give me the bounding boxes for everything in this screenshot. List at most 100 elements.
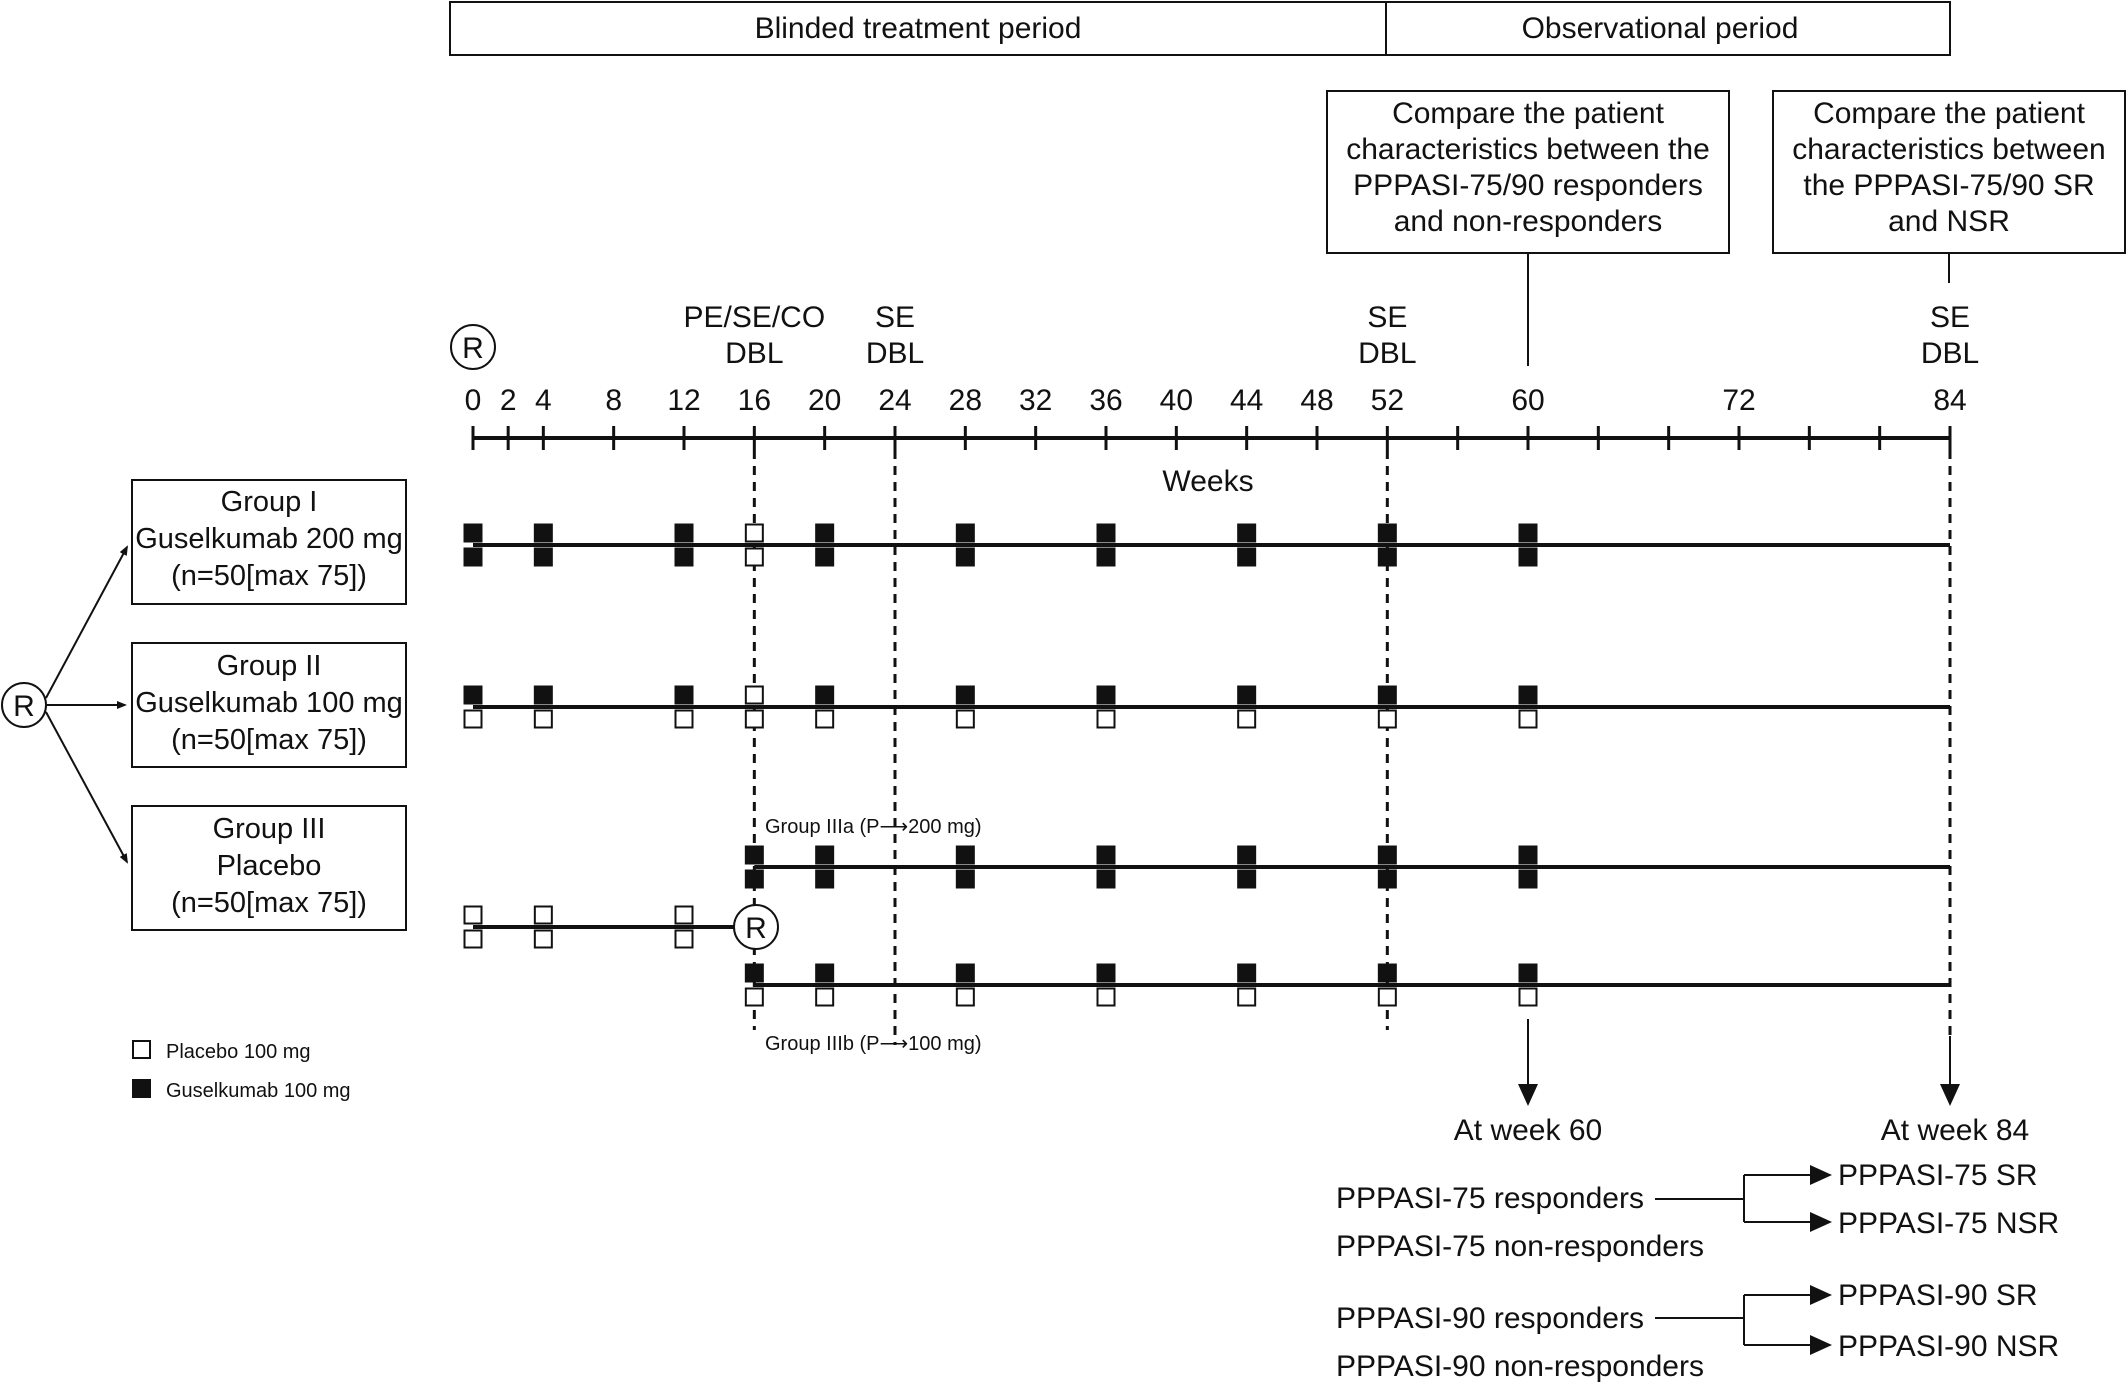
axis-tick-label: 2 [500,384,517,417]
group-3-drug: Placebo [217,850,322,882]
period-header: Blinded treatment period Observational p… [449,1,1951,56]
guselkumab-dose [1518,963,1538,983]
guselkumab-dose [1237,869,1257,889]
placebo-dose [533,905,553,925]
placebo-dose [815,709,835,729]
guselkumab-dose [533,523,553,543]
guselkumab-dose [1096,685,1116,705]
guselkumab-dose [744,845,764,865]
pppasi-outcomes: PPPASI-75 responders PPPASI-75 non-respo… [1336,1159,2059,1383]
guselkumab-dose [815,685,835,705]
milestone-label: SE [1367,301,1407,334]
observational-period-label: Observational period [1522,12,1799,45]
placebo-dose [533,929,553,949]
randomization-node: R [1,545,128,864]
placebo-dose [674,709,694,729]
group-box-2: Group II Guselkumab 100 mg (n=50[max 75]… [131,642,407,768]
placebo-dose [533,709,553,729]
axis-label: Weeks [1162,465,1253,498]
pppasi-75-sr: PPPASI-75 SR [1838,1159,2038,1192]
guselkumab-dose [1096,523,1116,543]
compare-60-line-4: and non-responders [1394,205,1663,238]
guselkumab-dose [955,845,975,865]
axis-tick-label: 40 [1160,384,1193,417]
guselkumab-dose [1237,547,1257,567]
pppasi-90-nsr: PPPASI-90 NSR [1838,1330,2059,1363]
guselkumab-dose [1518,547,1538,567]
axis-tick-label: 28 [949,384,982,417]
dashed-guides [752,450,1952,1045]
guselkumab-dose [1377,963,1397,983]
placebo-dose [955,987,975,1007]
placebo-dose [815,987,835,1007]
pppasi-90-sr: PPPASI-90 SR [1838,1279,2038,1312]
guselkumab-dose [1377,523,1397,543]
guselkumab-dose [955,547,975,567]
pppasi-75-nsr: PPPASI-75 NSR [1838,1207,2059,1240]
guselkumab-dose [1237,845,1257,865]
guselkumab-dose [1096,845,1116,865]
placebo-dose [1096,709,1116,729]
group-3-title: Group III [213,813,326,845]
svg-text:R: R [13,690,35,723]
placebo-dose [1518,987,1538,1007]
pppasi-90-responders: PPPASI-90 responders [1336,1302,1644,1335]
placebo-dose [463,905,483,925]
guselkumab-dose [1096,547,1116,567]
group-2-title: Group II [217,650,322,682]
guselkumab-dose [533,547,553,567]
guselkumab-dose [463,523,483,543]
legend-placebo: Placebo 100 mg [166,1041,311,1063]
compare-box-week84: Compare the patient characteristics betw… [1772,90,2126,283]
at-week-84: At week 84 [1881,1114,2029,1147]
placebo-dose [955,709,975,729]
milestone-label: SE [1930,301,1970,334]
milestone-label: PE/SE/CO [683,301,825,334]
guselkumab-dose [1237,523,1257,543]
milestone-label: DBL [1921,337,1979,370]
axis-tick-label: 44 [1230,384,1263,417]
guselkumab-dose [1377,869,1397,889]
compare-84-line-4: and NSR [1888,205,2010,238]
legend: Placebo 100 mg Guselkumab 100 mg [132,1040,351,1102]
group-1-drug: Guselkumab 200 mg [135,523,403,555]
axis-tick-label: 60 [1511,384,1544,417]
axis-tick-label: 32 [1019,384,1052,417]
axis-tick-label: 36 [1089,384,1122,417]
group-3b-label: Group IIIb (P⟶100 mg) [765,1033,982,1055]
guselkumab-dose [815,963,835,983]
group-2-n: (n=50[max 75]) [171,724,367,756]
outcome-arrows [1518,1019,1960,1106]
group-box-1: Group I Guselkumab 200 mg (n=50[max 75]) [131,479,407,605]
placebo-dose [1237,987,1257,1007]
axis-tick-label: 52 [1371,384,1404,417]
rerandomization-node: R [733,904,779,950]
guselkumab-dose [674,685,694,705]
svg-text:R: R [462,332,484,365]
guselkumab-dose [1237,685,1257,705]
pppasi-75-responders: PPPASI-75 responders [1336,1182,1644,1215]
guselkumab-dose [815,547,835,567]
legend-guselkumab: Guselkumab 100 mg [166,1080,351,1102]
guselkumab-dose [463,685,483,705]
guselkumab-dose [815,869,835,889]
guselkumab-dose [955,523,975,543]
guselkumab-dose [1237,963,1257,983]
guselkumab-dose [1377,685,1397,705]
placebo-dose [1518,709,1538,729]
milestone-label: DBL [866,337,924,370]
guselkumab-dose [674,547,694,567]
guselkumab-dose [533,685,553,705]
arrow-to-group-3 [45,711,128,864]
compare-60-line-3: PPPASI-75/90 responders [1353,169,1703,202]
legend-guselkumab-swatch [132,1079,151,1098]
guselkumab-dose [1518,523,1538,543]
guselkumab-dose [955,869,975,889]
placebo-dose [1096,987,1116,1007]
axis-tick-label: 72 [1722,384,1755,417]
guselkumab-dose [1377,547,1397,567]
guselkumab-dose [1518,685,1538,705]
axis-tick-label: 12 [667,384,700,417]
